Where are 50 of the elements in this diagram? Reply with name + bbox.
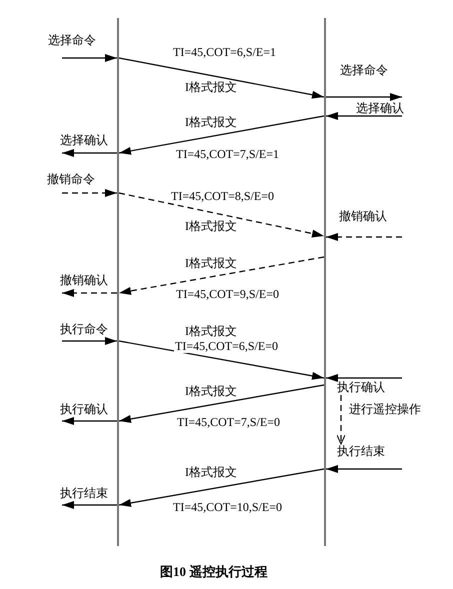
arrow <box>326 93 402 101</box>
edge-label: TI=45,COT=6,S/E=0 <box>174 339 279 353</box>
arrow <box>62 289 117 297</box>
arrow <box>62 501 117 509</box>
arrow <box>62 54 117 62</box>
message-text: 撤销命令 <box>47 172 101 193</box>
caption: 图10 遥控执行过程 <box>160 563 268 581</box>
message-text: 执行命令 <box>60 322 114 341</box>
message-text: 选择命令 <box>338 63 404 97</box>
arrow <box>118 384 324 423</box>
arrow <box>118 192 324 238</box>
edge-label: TI=45,COT=6,S/E=1 <box>172 45 277 59</box>
arrow <box>118 115 324 155</box>
arrow <box>326 374 402 382</box>
message-text: 选择命令 <box>48 33 110 58</box>
edge-label: 进行遥控操作 <box>348 402 422 416</box>
arrow <box>62 337 117 345</box>
message-label: I格式报文 <box>185 324 237 338</box>
message-text: 执行结束 <box>337 444 404 469</box>
message-text: 执行确认 <box>60 402 114 421</box>
edge-label: TI=45,COT=7,S/E=0 <box>176 415 281 429</box>
edge-label: TI=45,COT=8,S/E=0 <box>170 189 275 203</box>
message-text: 执行结束 <box>60 486 114 505</box>
arrow <box>326 112 402 120</box>
arrow <box>62 189 117 197</box>
message-text: 撤销确认 <box>60 273 114 293</box>
arrow <box>118 57 324 99</box>
arrow <box>326 465 402 473</box>
arrow <box>62 417 117 425</box>
arrow <box>118 256 324 295</box>
arrow <box>62 149 117 157</box>
arrow <box>336 395 346 444</box>
message-label: I格式报文 <box>185 256 237 270</box>
edge-label: TI=45,COT=7,S/E=1 <box>175 147 280 161</box>
message-label: I格式报文 <box>185 465 237 479</box>
message-text: 选择确认 <box>350 101 404 116</box>
message-label: I格式报文 <box>185 80 237 94</box>
message-label: I格式报文 <box>185 115 237 129</box>
arrow <box>118 468 324 507</box>
lifeline <box>117 18 119 546</box>
arrow <box>118 340 324 380</box>
message-text: 执行确认 <box>337 378 404 395</box>
edge-label: TI=45,COT=10,S/E=0 <box>172 500 283 514</box>
message-text: 撤销确认 <box>338 209 404 237</box>
message-label: I格式报文 <box>185 384 237 398</box>
edge-label: TI=45,COT=9,S/E=0 <box>175 287 280 301</box>
message-label: I格式报文 <box>185 219 237 233</box>
arrow <box>326 233 402 241</box>
lifeline <box>324 18 326 546</box>
message-text: 选择确认 <box>60 133 114 153</box>
